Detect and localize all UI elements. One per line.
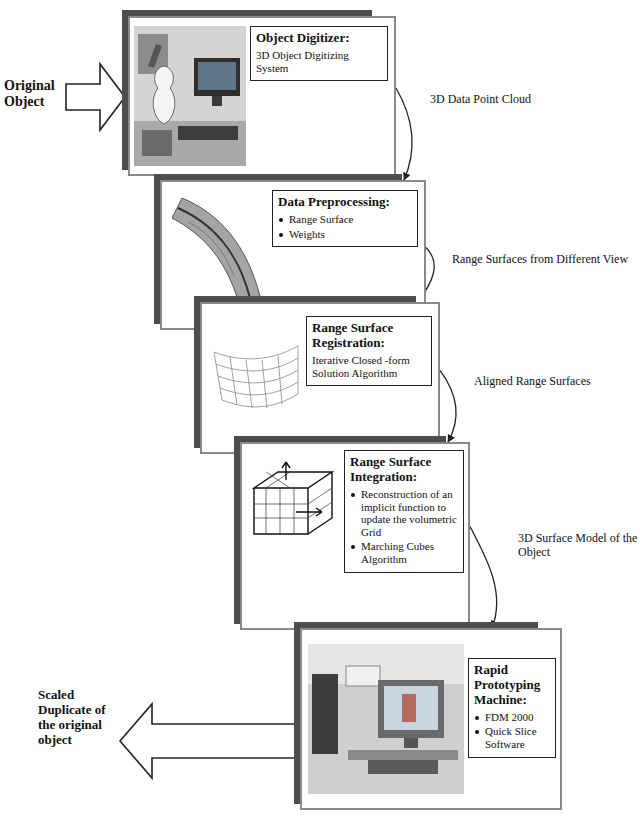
- bullet-text: Marching Cubes Algorithm: [361, 540, 458, 565]
- bullet-dot: [475, 716, 479, 720]
- bullet-item: Marching Cubes Algorithm: [350, 540, 458, 565]
- edge-label: 3D Data Point Cloud: [428, 92, 533, 106]
- box-heading: Range Surface Registration:: [312, 321, 426, 351]
- side-label: Scaled Duplicate of the original object: [38, 688, 116, 748]
- edge-label: Range Surfaces from Different View: [450, 252, 630, 266]
- bullet-text: Range Surface: [289, 213, 412, 226]
- flow-arrow: [396, 88, 412, 180]
- bullet-item: Quick Slice Software: [474, 725, 550, 750]
- bullet-item: Weights: [278, 228, 412, 241]
- process-card: Range Surface Registration: Iterative Clo…: [200, 302, 440, 454]
- box-body: 3D Object Digitizing System: [256, 49, 382, 74]
- bullet-dot: [351, 545, 355, 549]
- bullet-item: Reconstruction of an implicit function t…: [350, 488, 458, 539]
- box-heading: Range Surface Integration:: [350, 455, 458, 485]
- process-card: Rapid Prototyping Machine: FDM 2000Quick …: [300, 628, 562, 810]
- prototyping-machine-photo: [308, 644, 464, 794]
- bullet-item: FDM 2000: [474, 711, 550, 724]
- label-box: Data Preprocessing: Range SurfaceWeights: [272, 190, 418, 247]
- bullet-text: Quick Slice Software: [485, 725, 550, 750]
- side-label: Original Object: [4, 78, 64, 110]
- flow-arrow: [440, 370, 456, 442]
- label-box: Rapid Prototyping Machine: FDM 2000Quick …: [468, 658, 556, 758]
- box-heading: Object Digitizer:: [256, 31, 382, 46]
- process-card: Range Surface Integration:Reconstruction…: [240, 442, 470, 630]
- bullet-text: Weights: [289, 228, 412, 241]
- digitizer-photo: [134, 26, 246, 166]
- box-heading: Data Preprocessing:: [278, 195, 412, 210]
- mesh-surface-picture: [210, 332, 302, 422]
- bullet-dot: [475, 730, 479, 734]
- label-box: Range Surface Integration:Reconstruction…: [344, 450, 464, 573]
- range-surface-picture: [168, 192, 268, 302]
- process-card: Object Digitizer: 3D Object Digitizing Sy…: [128, 16, 396, 176]
- bullet-dot: [279, 233, 283, 237]
- edge-label: 3D Surface Model of the Object: [516, 531, 640, 560]
- input-arrow: [66, 64, 125, 130]
- label-box: Range Surface Registration: Iterative Clo…: [306, 316, 432, 386]
- bullet-dot: [351, 493, 355, 497]
- box-heading: Rapid Prototyping Machine:: [474, 663, 550, 708]
- bullet-item: Range Surface: [278, 213, 412, 226]
- output-arrow: [120, 704, 299, 778]
- bullet-dot: [279, 218, 283, 222]
- bullet-text: Reconstruction of an implicit function t…: [361, 488, 458, 539]
- box-body: Iterative Closed -form Solution Algorith…: [312, 354, 426, 379]
- label-box: Object Digitizer: 3D Object Digitizing Sy…: [250, 26, 388, 81]
- flow-arrow: [470, 527, 497, 628]
- bullet-text: FDM 2000: [485, 711, 550, 724]
- edge-label: Aligned Range Surfaces: [472, 374, 593, 388]
- volumetric-grid-picture: [246, 458, 340, 554]
